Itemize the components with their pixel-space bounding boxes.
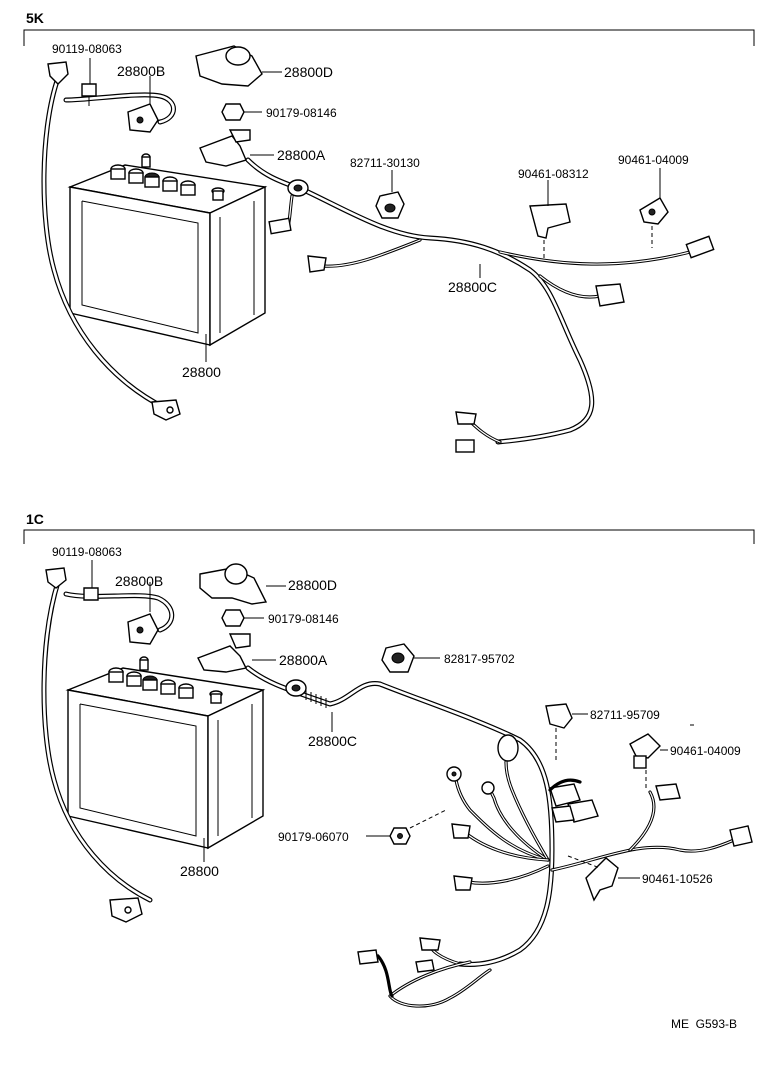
cable-terminal-1c bbox=[45, 567, 67, 589]
label-5k-90461-08312: 90461-08312 bbox=[518, 167, 589, 181]
label-5k-90179-08146: 90179-08146 bbox=[266, 106, 337, 120]
clip-82711-95709-1c bbox=[545, 703, 573, 729]
bolt-5k bbox=[81, 83, 97, 97]
label-1c-28800b: 28800B bbox=[115, 573, 163, 589]
label-1c-28800c: 28800C bbox=[308, 733, 357, 749]
section-title-5k: 5K bbox=[26, 10, 44, 26]
clamp-28800a-1c bbox=[197, 645, 248, 673]
bolt-1c bbox=[83, 587, 99, 601]
section-5k: 5K bbox=[23, 10, 755, 453]
label-1c-28800a: 28800A bbox=[279, 652, 328, 668]
label-5k-28800c: 28800C bbox=[448, 279, 497, 295]
label-1c-90119-08063: 90119-08063 bbox=[52, 545, 122, 559]
cable-terminal-5k bbox=[47, 61, 69, 85]
section-1c: 1C bbox=[23, 511, 755, 1008]
label-5k-28800d: 28800D bbox=[284, 64, 333, 80]
label-1c-82711-95709: 82711-95709 bbox=[590, 708, 660, 722]
label-5k-90461-04009: 90461-04009 bbox=[618, 153, 689, 167]
section-title-1c: 1C bbox=[26, 511, 44, 527]
label-5k-28800b: 28800B bbox=[117, 63, 165, 79]
label-5k-82711-30130: 82711-30130 bbox=[350, 156, 420, 170]
label-1c-90179-06070: 90179-06070 bbox=[278, 830, 349, 844]
figure-code: ME G593-B bbox=[671, 1017, 737, 1031]
clamp-90461-08312-5k bbox=[529, 203, 571, 239]
label-1c-90461-10526: 90461-10526 bbox=[642, 872, 713, 886]
clamp-90461-04009-1c bbox=[629, 733, 661, 759]
label-1c-90179-08146: 90179-08146 bbox=[268, 612, 339, 626]
clamp-90461-10526-1c bbox=[585, 857, 619, 902]
label-5k-28800a: 28800A bbox=[277, 147, 326, 163]
label-1c-82817-95702: 82817-95702 bbox=[444, 652, 515, 666]
battery-5k bbox=[69, 153, 266, 346]
nut-1c bbox=[221, 609, 245, 627]
label-1c-28800: 28800 bbox=[180, 863, 219, 879]
label-5k-90119-08063: 90119-08063 bbox=[52, 42, 122, 56]
battery-1c bbox=[67, 656, 264, 849]
label-1c-90461-04009: 90461-04009 bbox=[670, 744, 741, 758]
nut-5k bbox=[221, 103, 245, 121]
label-5k-28800: 28800 bbox=[182, 364, 221, 380]
clamp-28800b-5k bbox=[127, 103, 159, 133]
label-1c-28800d: 28800D bbox=[288, 577, 337, 593]
